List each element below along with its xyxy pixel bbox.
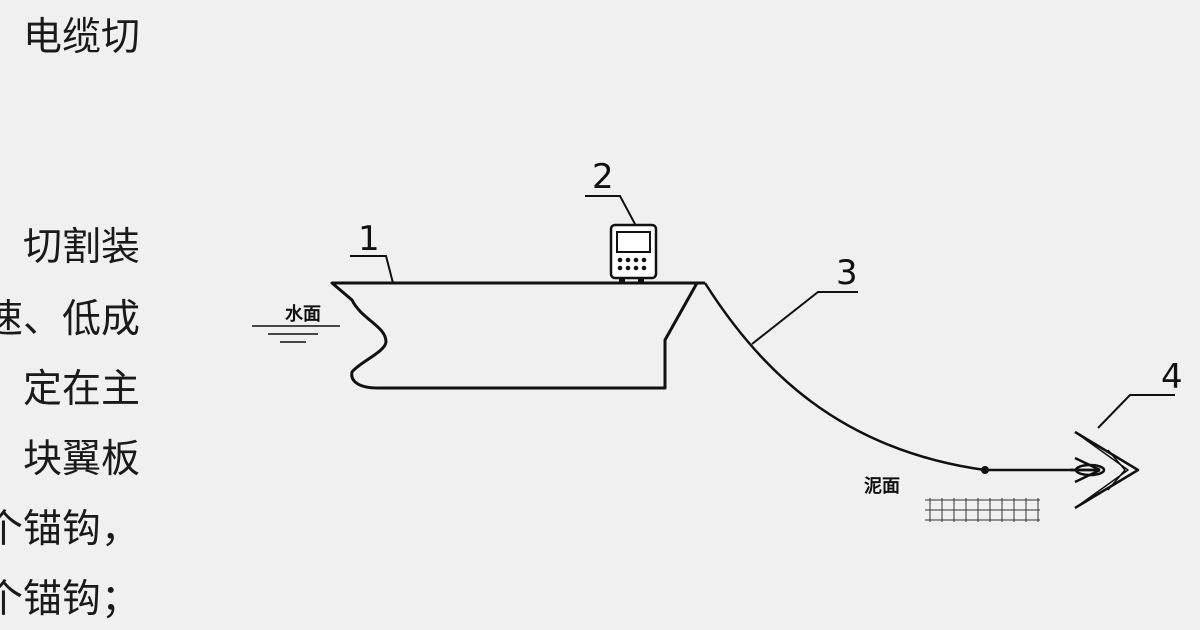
callout-label-2: 2	[592, 157, 614, 197]
callout-label-1: 1	[358, 219, 380, 259]
side-text-column: 电缆切 切割装 速、低成 定在主 块翼板 个锚钩， 个锚钩；	[0, 0, 150, 630]
anchor-icon	[1070, 430, 1140, 510]
side-text-line: 块翼板	[22, 437, 140, 482]
callout-label-3: 3	[836, 253, 858, 293]
side-text-line: 电缆切	[22, 15, 140, 60]
callout-leader-1	[350, 255, 394, 284]
callout-leader-2	[585, 195, 636, 225]
side-text-line: 切割装	[22, 225, 140, 270]
water-surface-label: 水面	[285, 303, 321, 325]
cable-connection-point	[981, 466, 989, 474]
callout-leader-3	[751, 291, 858, 345]
side-text-line: 定在主	[22, 367, 140, 412]
callout-label-4: 4	[1161, 357, 1183, 397]
side-text-line: 速、低成	[0, 297, 140, 342]
cable-line	[703, 282, 986, 472]
side-text-line: 个锚钩，	[0, 507, 140, 552]
mud-surface-hatch	[925, 498, 1040, 522]
callout-leader-4	[1097, 394, 1175, 429]
ship-hull	[330, 281, 699, 390]
water-surface-symbol	[252, 325, 340, 343]
cutting-device-icon	[609, 223, 658, 284]
mud-surface-label: 泥面	[864, 475, 900, 497]
side-text-line: 个锚钩；	[0, 577, 140, 622]
